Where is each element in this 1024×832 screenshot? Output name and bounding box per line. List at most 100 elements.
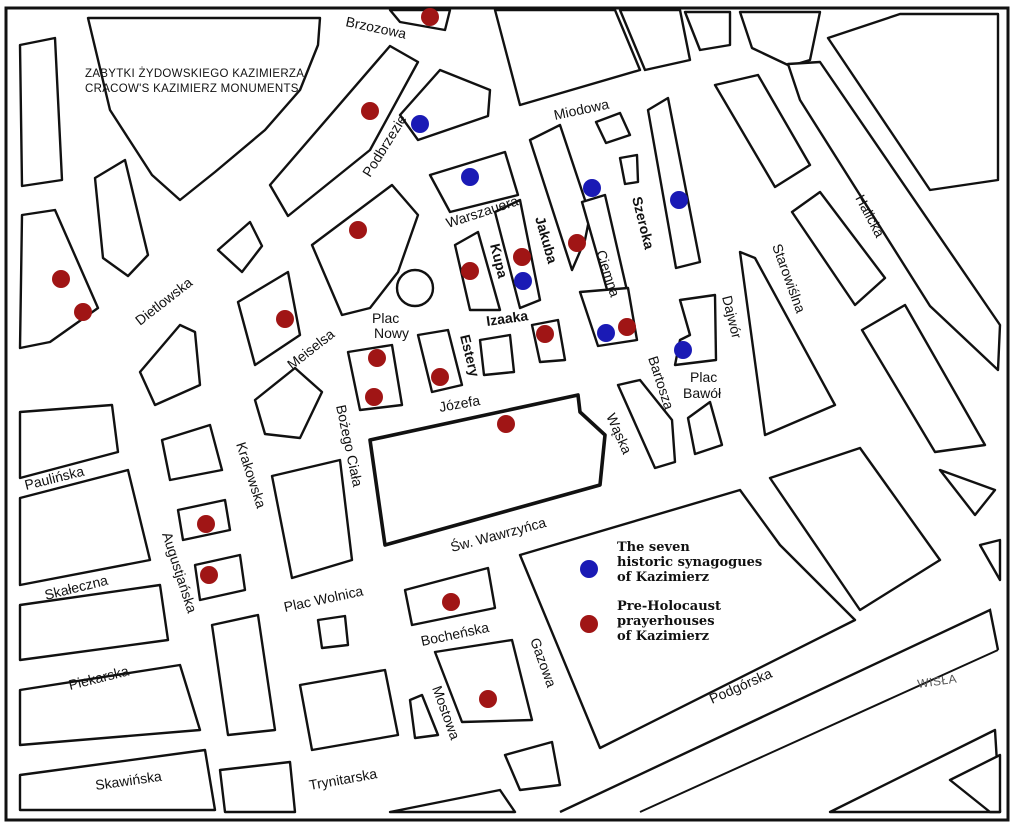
synagogue-marker[interactable] bbox=[670, 191, 688, 209]
river-edge bbox=[559, 608, 1000, 814]
city-block bbox=[268, 44, 420, 218]
legend-prayerhouse-swatch bbox=[580, 615, 598, 633]
city-block bbox=[346, 343, 404, 412]
prayerhouse-marker[interactable] bbox=[497, 415, 515, 433]
prayerhouse-marker[interactable] bbox=[513, 248, 531, 266]
prayerhouse-marker[interactable] bbox=[479, 690, 497, 708]
prayerhouse-marker[interactable] bbox=[442, 593, 460, 611]
legend-synagogues-line3: of Kazimierz bbox=[617, 570, 709, 585]
prayerhouse-marker[interactable] bbox=[197, 515, 215, 533]
street-label-plac-nowy-2: Nowy bbox=[374, 325, 409, 341]
prayerhouse-marker[interactable] bbox=[200, 566, 218, 584]
prayerhouse-marker[interactable] bbox=[74, 303, 92, 321]
street-label-izaaka: Izaaka bbox=[485, 307, 529, 329]
city-block bbox=[646, 96, 702, 270]
city-block bbox=[408, 693, 440, 740]
city-block bbox=[18, 663, 202, 747]
synagogue-marker[interactable] bbox=[597, 324, 615, 342]
city-block bbox=[618, 153, 640, 186]
city-block bbox=[86, 16, 322, 202]
synagogue-marker[interactable] bbox=[674, 341, 692, 359]
city-block bbox=[790, 190, 887, 307]
prayerhouse-marker[interactable] bbox=[461, 262, 479, 280]
map-title-en: CRACOW'S KAZIMIERZ MONUMENTS bbox=[85, 83, 299, 95]
city-block bbox=[18, 403, 120, 480]
city-block bbox=[503, 740, 562, 792]
city-block bbox=[18, 36, 64, 188]
map-title-pl: ZABYTKI ŻYDOWSKIEGO KAZIMIERZA bbox=[85, 67, 304, 80]
legend: The seven historic synagogues of Kazimie… bbox=[580, 540, 762, 644]
river-bank bbox=[639, 649, 999, 813]
prayerhouse-marker[interactable] bbox=[536, 325, 554, 343]
prayerhouse-marker[interactable] bbox=[421, 8, 439, 26]
city-block bbox=[738, 10, 822, 68]
city-block bbox=[270, 458, 354, 580]
map-frame bbox=[4, 6, 1010, 822]
city-block bbox=[216, 220, 264, 274]
street-label-plac-bawol-2: Bawół bbox=[683, 385, 722, 401]
city-block bbox=[160, 423, 224, 482]
street-label-szeroka: Szeroka bbox=[629, 195, 658, 251]
city-block bbox=[253, 366, 324, 440]
city-block bbox=[683, 10, 732, 52]
prayerhouse-marker[interactable] bbox=[431, 368, 449, 386]
city-block bbox=[618, 8, 692, 72]
city-block bbox=[860, 303, 987, 454]
street-label-gazowa: Gazowa bbox=[527, 636, 560, 690]
street-label-dietlowska: Dietlowska bbox=[132, 274, 195, 328]
city-block bbox=[938, 468, 997, 517]
prayerhouse-marker[interactable] bbox=[52, 270, 70, 288]
street-label-jozefa: Józefa bbox=[438, 392, 482, 415]
synagogue-marker[interactable] bbox=[411, 115, 429, 133]
legend-synagogue-swatch bbox=[580, 560, 598, 578]
legend-synagogues-line2: historic synagogues bbox=[617, 555, 762, 570]
legend-synagogues-line1: The seven bbox=[617, 540, 690, 555]
street-label-augustianska: Augustjańska bbox=[159, 530, 200, 615]
legend-prayerhouses-line1: Pre-Holocaust bbox=[617, 599, 721, 614]
city-block bbox=[978, 538, 1002, 582]
city-block bbox=[236, 270, 302, 367]
city-block bbox=[518, 488, 857, 750]
prayerhouse-marker[interactable] bbox=[568, 234, 586, 252]
synagogue-markers bbox=[411, 115, 692, 359]
city-block bbox=[478, 333, 516, 377]
street-label-plac-nowy-1: Plac bbox=[372, 310, 399, 326]
street-label-waska: Wąska bbox=[603, 411, 635, 457]
tram-strip bbox=[786, 60, 1002, 372]
city-block bbox=[493, 8, 642, 107]
city-block bbox=[528, 123, 592, 272]
synagogue-marker[interactable] bbox=[583, 179, 601, 197]
synagogue-marker[interactable] bbox=[461, 168, 479, 186]
street-label-plac-wolnica: Plac Wolnica bbox=[282, 582, 364, 614]
city-block bbox=[594, 111, 632, 145]
city-block bbox=[316, 614, 350, 650]
city-block bbox=[298, 668, 400, 752]
river-label-wisla: WISŁA bbox=[916, 672, 957, 691]
legend-prayerhouses-line2: prayerhouses bbox=[617, 614, 715, 629]
city-block bbox=[18, 583, 170, 662]
city-block bbox=[686, 400, 724, 456]
city-block bbox=[713, 73, 812, 189]
city-block bbox=[768, 446, 942, 612]
street-label-trynitarska: Trynitarska bbox=[308, 765, 379, 793]
city-block bbox=[310, 183, 420, 317]
prayerhouse-marker[interactable] bbox=[365, 388, 383, 406]
city-block bbox=[948, 753, 1002, 814]
city-block bbox=[416, 328, 464, 394]
city-block bbox=[210, 613, 277, 737]
prayerhouse-marker[interactable] bbox=[618, 318, 636, 336]
prayerhouse-marker[interactable] bbox=[276, 310, 294, 328]
prayerhouse-marker[interactable] bbox=[368, 349, 386, 367]
city-block bbox=[433, 638, 534, 724]
prayerhouse-marker[interactable] bbox=[361, 102, 379, 120]
synagogue-marker[interactable] bbox=[514, 272, 532, 290]
city-block bbox=[218, 760, 297, 814]
legend-prayerhouses-line3: of Kazimierz bbox=[617, 629, 709, 644]
prayerhouse-marker[interactable] bbox=[349, 221, 367, 239]
street-label-dajwor: Dajwór bbox=[719, 294, 745, 340]
city-block bbox=[826, 12, 1000, 192]
street-label-plac-bawol-1: Plac bbox=[690, 369, 717, 385]
city-block bbox=[738, 250, 837, 437]
